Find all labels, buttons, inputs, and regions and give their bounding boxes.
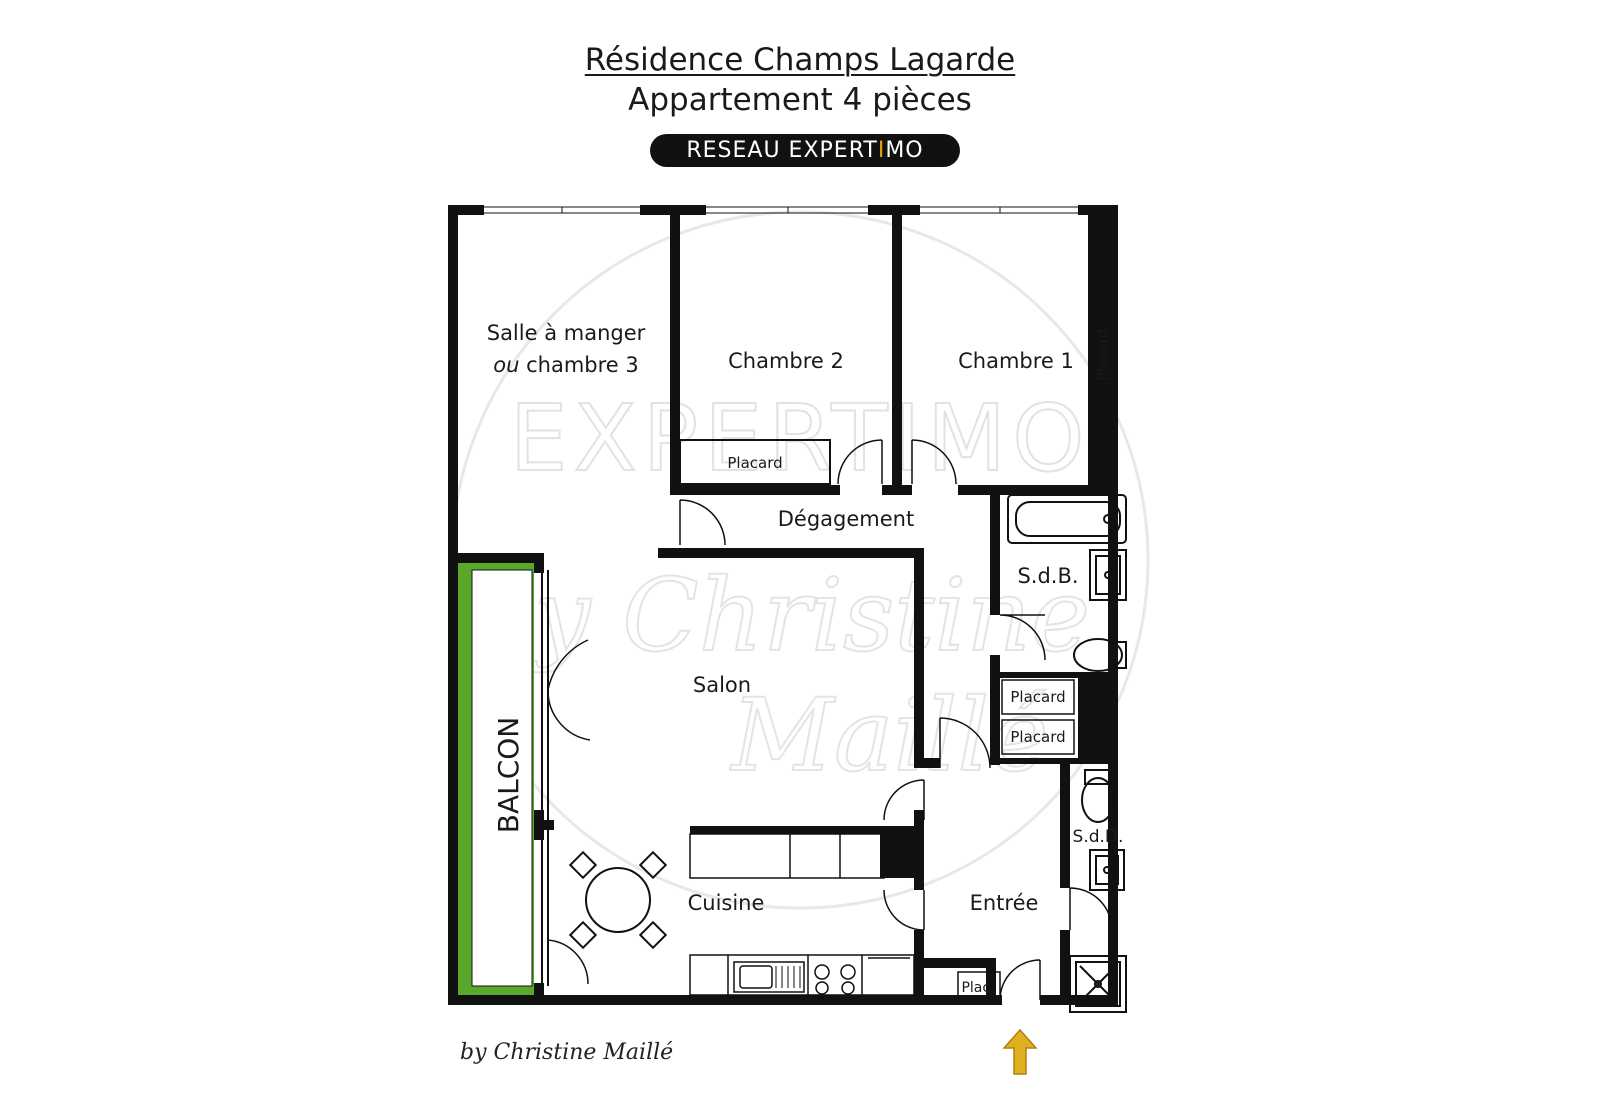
sdd-toilet-icon: [1081, 769, 1115, 823]
kitchen-upper-counter: [689, 833, 885, 879]
room-label-ou: ou: [493, 353, 519, 377]
dining-table-icon: [568, 850, 668, 950]
room-label-placard-a: Placard: [1010, 688, 1065, 706]
room-label-sdd: S.d.D.: [1073, 827, 1124, 847]
kitchen-sink-icon: [733, 961, 805, 993]
watermark-signature-1: by Christine: [470, 557, 1090, 674]
sink-icon: [1089, 549, 1127, 601]
plan-subtitle: Appartement 4 pièces: [628, 82, 972, 118]
walls: [448, 205, 1118, 1005]
room-label-chambre3-text: chambre 3: [519, 353, 638, 377]
placard-a-box: [1001, 679, 1075, 715]
room-label-balcon: BALCON: [492, 717, 525, 834]
shower-icon: [1069, 955, 1127, 1013]
toilet-icon: [1073, 638, 1127, 672]
badge-text-end: MO: [885, 138, 924, 163]
room-label-sdb: S.d.B.: [1017, 564, 1078, 588]
sdd-sink-icon: [1089, 849, 1125, 891]
balcony-floor: [471, 569, 533, 987]
plan-title: Résidence Champs Lagarde: [584, 42, 1016, 78]
room-label-degagement: Dégagement: [778, 507, 914, 531]
room-label-placard-ch2: Placard: [727, 454, 782, 472]
room-label-chambre-3: ou chambre 3: [493, 353, 639, 377]
plac-box: [957, 971, 1001, 1005]
room-label-chambre-2: Chambre 2: [728, 349, 844, 373]
bathtub-icon: [1007, 494, 1127, 544]
room-label-plac: Plac.: [961, 980, 994, 996]
badge-accent: I: [877, 138, 886, 163]
top-windows: [484, 206, 1078, 214]
placard-ch2-box: [679, 439, 831, 485]
room-label-salon: Salon: [693, 673, 751, 697]
placard-b-box: [1001, 719, 1075, 755]
watermark: EXPERTIMO by Christine Maillé: [450, 210, 1150, 910]
cooktop-icon: [814, 964, 856, 995]
badge-text: RESEAU EXPERT: [686, 138, 878, 163]
watermark-brand: EXPERTIMO: [509, 385, 1090, 492]
room-label-entree: Entrée: [970, 891, 1039, 915]
kitchen-lower-counter: [689, 954, 915, 996]
watermark-signature-2: Maillé: [729, 677, 1048, 794]
room-label-chambre-1: Chambre 1: [958, 349, 1074, 373]
room-label-cuisine: Cuisine: [688, 891, 765, 915]
room-label-salle-a-manger: Salle à manger: [487, 321, 646, 345]
agency-badge: RESEAU EXPERTIMO: [650, 134, 960, 167]
room-label-placard-ch1: Placard: [1096, 329, 1112, 381]
signature: by Christine Maillé: [460, 1040, 674, 1065]
entry-arrow-icon: [1002, 1028, 1038, 1075]
room-label-placard-b: Placard: [1010, 728, 1065, 746]
